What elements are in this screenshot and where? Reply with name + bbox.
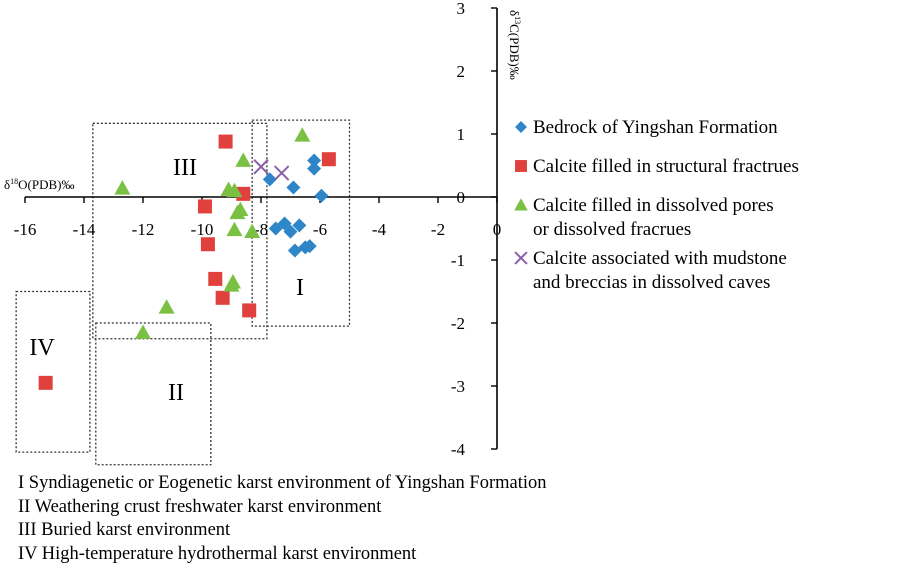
- y-axis-title: δ13C(PDB)‰: [507, 10, 522, 80]
- x-tick-label: -6: [313, 220, 327, 239]
- point-triangle: [235, 152, 252, 167]
- y-tick-label: 0: [457, 188, 466, 207]
- point-triangle: [114, 180, 131, 195]
- y-tick-label: -1: [451, 251, 465, 270]
- point-triangle: [226, 221, 243, 237]
- point-x: [273, 165, 290, 181]
- series-2: [38, 134, 336, 390]
- legend-marker-1: [515, 121, 527, 133]
- x-tick-label: 0: [493, 220, 502, 239]
- y-tick-label: 2: [457, 62, 466, 81]
- y-tick-label: -4: [451, 440, 466, 459]
- point-triangle: [158, 299, 175, 314]
- legend-marker-3: [514, 198, 528, 211]
- point-square: [197, 199, 212, 214]
- point-diamond: [277, 216, 292, 231]
- legend-marker-4: [514, 251, 528, 265]
- point-square: [38, 375, 53, 390]
- zone-label-4: IV: [29, 335, 55, 361]
- point-triangle: [294, 127, 311, 142]
- x-tick-label: -2: [431, 220, 445, 239]
- data-points: [38, 127, 336, 390]
- series-1: [262, 153, 329, 258]
- zone-box-1: [251, 119, 351, 327]
- point-diamond: [262, 172, 277, 187]
- y-tick-label: -2: [451, 314, 465, 333]
- point-square: [218, 134, 233, 149]
- y-tick-label: 3: [457, 0, 466, 18]
- note-zone-2: II Weathering crust freshwater karst env…: [18, 496, 382, 517]
- legend-marker-2: [515, 160, 527, 172]
- note-zone-1: I Syndiagenetic or Eogenetic karst envir…: [18, 473, 547, 493]
- point-square: [215, 290, 230, 305]
- point-x: [253, 159, 269, 175]
- zone-notes: I Syndiagenetic or Eogenetic karst envir…: [18, 472, 547, 566]
- point-triangle: [223, 277, 240, 292]
- point-square: [242, 303, 257, 318]
- x-tick-label: -14: [73, 220, 96, 239]
- x-tick-label: -4: [372, 220, 387, 239]
- point-diamond: [307, 161, 322, 176]
- point-diamond: [287, 243, 302, 258]
- point-triangle: [244, 223, 261, 239]
- legend-label-2: Calcite filled in structural fractrues: [533, 156, 799, 177]
- x-tick-label: -16: [14, 220, 37, 239]
- note-zone-3: III Buried karst environment: [18, 520, 231, 540]
- point-diamond: [314, 188, 329, 203]
- y-tick-label: 1: [457, 125, 466, 144]
- point-diamond: [292, 218, 307, 233]
- series-3: [114, 127, 311, 339]
- point-square: [200, 237, 215, 252]
- point-square: [208, 271, 223, 286]
- zone-box-2: [95, 322, 212, 466]
- x-tick-label: -10: [191, 220, 214, 239]
- x-tick-label: -12: [132, 220, 155, 239]
- point-triangle: [135, 324, 151, 339]
- zone-box-4: [15, 290, 91, 453]
- zone-box-3: [92, 122, 268, 340]
- zone-label-2: II: [168, 380, 184, 406]
- zone-label-3: III: [173, 155, 197, 181]
- zone-label-1: I: [296, 275, 304, 301]
- point-triangle: [229, 204, 246, 220]
- series-4: [253, 159, 290, 181]
- x-axis-title: δ18O(PDB)‰: [4, 177, 74, 192]
- note-zone-4: IV High-temperature hydrothermal karst e…: [18, 543, 417, 564]
- point-square: [321, 152, 336, 167]
- point-diamond: [302, 239, 317, 254]
- y-tick-label: -3: [451, 377, 465, 396]
- point-diamond: [307, 153, 322, 168]
- point-diamond: [286, 180, 301, 195]
- point-square: [236, 186, 251, 201]
- legend-label-1: Bedrock of Yingshan Formation: [533, 117, 778, 138]
- point-triangle: [226, 182, 243, 198]
- point-diamond: [283, 224, 298, 239]
